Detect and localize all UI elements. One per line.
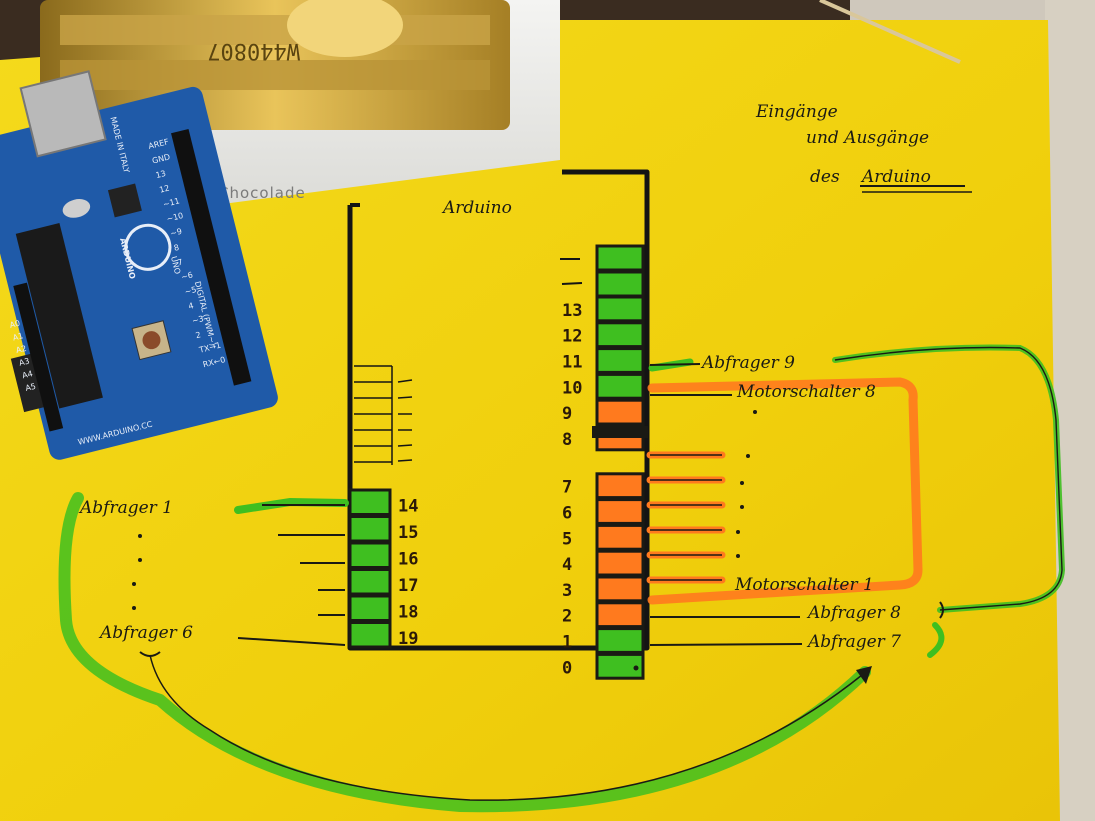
left-pin-number-17: 17 xyxy=(398,576,418,596)
board-pin-label-A5: A5 xyxy=(24,382,36,393)
board-pin-label: 13 xyxy=(155,169,167,180)
board-pin-label: 7 xyxy=(177,257,184,267)
board-pin-label-A3: A3 xyxy=(18,356,30,367)
board-pin-label: 2 xyxy=(195,330,202,340)
unlabeled-pin-box xyxy=(354,365,413,465)
left-pin-number-15: 15 xyxy=(398,523,418,543)
left-pin-cell-19 xyxy=(348,621,392,649)
right-pin-cell-2 xyxy=(595,601,645,629)
board-pin-label: ~3 xyxy=(191,314,205,326)
left-pin-cell-16 xyxy=(348,541,392,569)
board-pin-label: ~11 xyxy=(162,196,181,209)
right-pin-cell-5 xyxy=(595,523,645,551)
heading-line2: und Ausgänge xyxy=(806,128,929,148)
chocolate-box: W440807 Chocolade xyxy=(40,0,560,205)
right-pin-cell-4 xyxy=(595,549,645,577)
right-pin-number-5: 5 xyxy=(562,529,572,549)
label-abfrager9: Abfrager 9 xyxy=(700,353,795,373)
right-pin-number-1: 1 xyxy=(562,633,572,653)
wires xyxy=(58,344,1066,813)
chip-label: Arduino xyxy=(441,198,512,218)
motor-wire-orange xyxy=(647,377,923,605)
right-pin-number-4: 4 xyxy=(562,555,572,575)
right-pin-cell-unlabeled xyxy=(595,270,645,298)
board-pin-label: ~10 xyxy=(166,211,185,224)
right-pin-number-13: 13 xyxy=(562,301,582,321)
chocolate-box-text: Chocolade xyxy=(218,184,306,202)
right-pin-cell-10 xyxy=(595,372,645,400)
left-pin-number-16: 16 xyxy=(398,549,418,569)
board-pin-label: 8 xyxy=(173,243,180,253)
right-pin-number-12: 12 xyxy=(562,327,582,347)
label-abfrager8: Abfrager 8 xyxy=(806,603,901,623)
right-pin-cell-0 xyxy=(595,652,645,680)
green-loop-bottom xyxy=(58,492,871,813)
label-abfrager1: Abfrager 1 xyxy=(78,498,173,518)
left-pin-number-14: 14 xyxy=(398,496,418,516)
right-pin-number-2: 2 xyxy=(562,607,572,627)
board-pin-label-A4: A4 xyxy=(21,369,33,380)
right-pin-cell-13 xyxy=(595,295,645,323)
board-pin-label-A2: A2 xyxy=(15,344,27,355)
left-pin-number-19: 19 xyxy=(398,629,418,649)
right-pin-cell-9 xyxy=(595,398,645,426)
right-pin-number-7: 7 xyxy=(562,478,572,498)
label-motor8: Motorschalter 8 xyxy=(736,382,876,402)
left-pin-cell-18 xyxy=(348,594,392,622)
label-motor1: Motorschalter 1 xyxy=(734,575,874,595)
yellow-paper xyxy=(0,20,1060,821)
right-pin-cell-6 xyxy=(595,498,645,525)
left-pin-cell-15 xyxy=(348,515,392,543)
right-pin-number-3: 3 xyxy=(562,581,572,601)
heading: Eingänge und Ausgänge des Arduino xyxy=(755,102,972,193)
label-abfrager6: Abfrager 6 xyxy=(98,623,193,643)
pin-labels: Abfrager 9 Motorschalter 8 Motorschalter… xyxy=(78,353,901,652)
label-abfrager7: Abfrager 7 xyxy=(806,632,901,652)
tray-code: W440807 xyxy=(207,38,300,63)
heading-line3-name: Arduino xyxy=(860,167,931,187)
right-pin-cell-12 xyxy=(595,321,645,349)
right-pin-number-9: 9 xyxy=(562,404,572,424)
right-pin-cell-unlabeled xyxy=(595,244,645,272)
board-pin-label: 12 xyxy=(158,183,170,194)
heading-line1: Eingänge xyxy=(755,102,838,122)
right-pin-cell-1 xyxy=(595,627,645,654)
right-pin-cell-3 xyxy=(595,575,645,603)
board-pin-label: ~6 xyxy=(180,270,194,282)
continuation-dots xyxy=(132,410,757,671)
board-pin-label: ~5 xyxy=(184,285,198,297)
heading-line3-prefix: des xyxy=(810,167,840,187)
board-pin-label-A0: A0 xyxy=(9,319,21,330)
arduino-board: ARDUINO UNO MADE IN ITALY WWW.ARDUINO.CC… xyxy=(0,70,278,460)
board-pin-label: 4 xyxy=(187,301,194,311)
left-pin-number-18: 18 xyxy=(398,602,418,622)
board-pin-label: ~9 xyxy=(169,227,183,239)
board-model: UNO xyxy=(169,255,182,275)
right-pin-number-6: 6 xyxy=(562,504,572,524)
right-pin-cell-7 xyxy=(595,472,645,500)
board-pin-label-A1: A1 xyxy=(12,331,24,342)
right-pin-number-10: 10 xyxy=(562,378,582,398)
left-pin-cell-17 xyxy=(348,568,392,596)
left-pin-cell-14 xyxy=(348,488,392,516)
board-pin-label: GND xyxy=(151,152,171,165)
pin-group-separator xyxy=(592,426,648,438)
right-pin-number-8: 8 xyxy=(562,430,572,450)
right-pin-cell-11 xyxy=(595,347,645,374)
right-pin-number-0: 0 xyxy=(562,658,572,678)
right-pin-number-11: 11 xyxy=(562,353,582,373)
